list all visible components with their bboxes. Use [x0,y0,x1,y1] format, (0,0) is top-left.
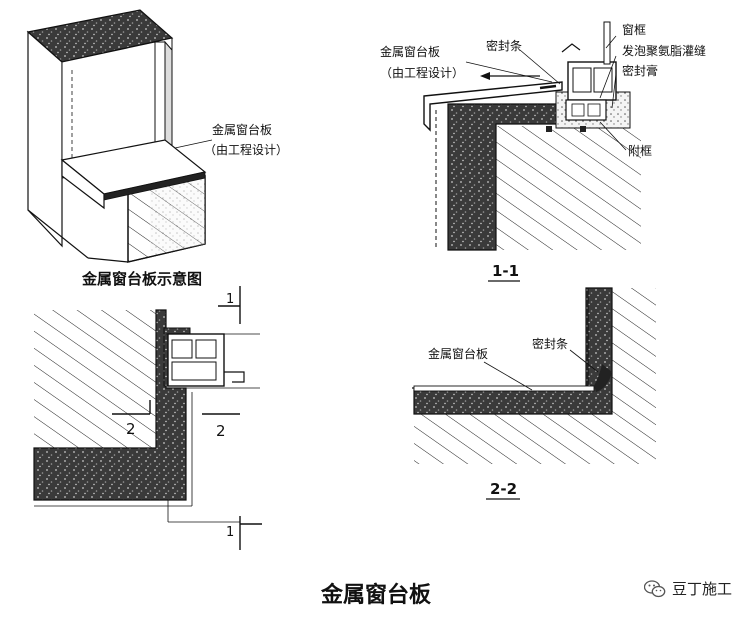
label-seal-strip-1: 密封条 [486,38,522,53]
section-2-sill [413,385,595,392]
label-seal-strip-2: 密封条 [532,336,568,351]
plan-marker-top: 1 [226,292,234,307]
iso-callout-line2: （由工程设计） [204,142,288,157]
label-foam: 发泡聚氨脂灌缝 [622,43,706,58]
plan-wall-hatch [34,310,158,450]
window-frame-profile [561,21,617,121]
section-1-1: 金属窗台板 （由工程设计） 密封条 窗框 发泡聚氨脂灌缝 密封膏 附框 1-1 [380,21,706,282]
section-1-caption: 1-1 [492,262,519,280]
isometric-view: 金属窗台板 （由工程设计） 金属窗台板示意图 [26,9,288,288]
wall-face [27,30,63,248]
label-sill-2: 金属窗台板 [428,346,488,361]
section-2-caption: 2-2 [490,480,517,498]
brand-watermark: 豆丁施工 [643,578,732,599]
metal-sill-section [423,81,563,132]
page-title: 金属窗台板 [320,583,431,608]
wall-section [496,126,641,250]
plan-cut-right: 2 [216,422,226,440]
section-2-wall-hatch [612,288,656,414]
label-sill-line1: 金属窗台板 [380,44,440,59]
label-sub-frame: 附框 [628,144,652,158]
label-sealant: 密封膏 [622,63,658,78]
brand-name: 豆丁施工 [671,580,732,598]
plan-marker-bottom: 1 [226,525,234,540]
iso-caption: 金属窗台板示意图 [81,270,202,288]
plan-window-frame [163,327,245,387]
wechat-icon [643,579,666,597]
label-window-frame: 窗框 [622,23,646,37]
iso-callout-line1: 金属窗台板 [212,122,272,137]
label-sill-line2: （由工程设计） [380,65,464,80]
section-2-2: 金属窗台板 密封条 2-2 [412,287,656,500]
plan-view: 1 1 2 2 [33,286,262,550]
plan-cut-left: 2 [126,420,136,438]
